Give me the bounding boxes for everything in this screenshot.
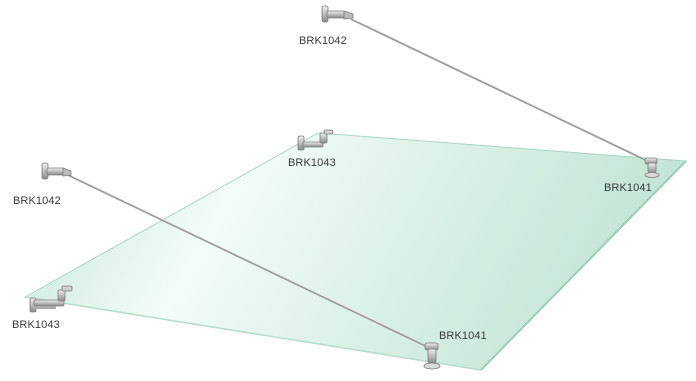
left-tension-rod xyxy=(67,174,431,349)
glass-panel xyxy=(23,132,688,371)
back-clamp xyxy=(297,129,334,151)
label-top-glass-bracket: BRK1041 xyxy=(604,182,652,194)
left-rod-highlight xyxy=(67,173,431,348)
label-front-glass-bracket: BRK1041 xyxy=(439,330,487,342)
left-wall-bracket xyxy=(41,162,72,180)
label-left-clamp: BRK1043 xyxy=(12,319,60,331)
top-glass-bracket xyxy=(644,157,660,178)
glass-left-edge xyxy=(24,296,482,371)
glass-front-edge xyxy=(480,160,687,371)
top-wall-bracket xyxy=(321,5,354,23)
label-left-wall-bracket: BRK1042 xyxy=(13,195,61,207)
top-tension-rod xyxy=(350,18,653,164)
left-clamp xyxy=(29,285,73,313)
label-back-clamp: BRK1043 xyxy=(288,157,336,169)
label-top-wall-bracket: BRK1042 xyxy=(299,35,347,47)
front-glass-bracket xyxy=(423,342,441,370)
top-rod-highlight xyxy=(350,17,653,163)
